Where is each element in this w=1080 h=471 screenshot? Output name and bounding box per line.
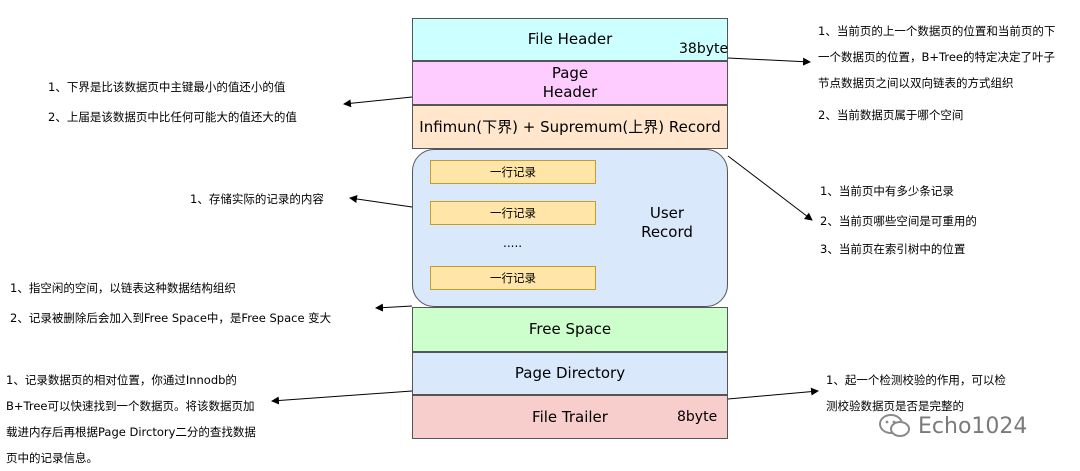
arrow-file-trailer xyxy=(727,387,819,400)
watermark-text: Echo1024 xyxy=(918,413,1028,439)
note-file-header-line-4: 2、当前数据页属于哪个空间 xyxy=(818,108,964,122)
note-page-directory-line-2: B+Tree可以快速找到一个数据页。将该数据页加 xyxy=(6,399,255,413)
row-record-1: 一行记录 xyxy=(430,160,596,184)
arrow-user-record xyxy=(349,195,413,208)
note-page-directory-line-3: 载进内存后再根据Page Dirctory二分的查找数据 xyxy=(6,425,256,439)
note-page-directory-line-4: 页中的记录信息。 xyxy=(6,451,98,465)
file-trailer-label: File Trailer xyxy=(532,407,608,426)
user-record-label-1: User xyxy=(649,204,685,222)
page-directory-block: Page Directory xyxy=(412,352,728,395)
user-record-label: User Record xyxy=(640,204,694,242)
note-infimum-2: 2、上届是该数据页中比任何可能大的值还大的值 xyxy=(48,110,297,124)
file-header-size: 38byte xyxy=(679,41,729,57)
file-trailer-block: File Trailer xyxy=(412,395,728,439)
row-record-3: 一行记录 xyxy=(430,266,596,290)
file-header-block: File Header xyxy=(412,18,728,61)
note-infimum-1: 1、下界是比该数据页中主键最小的值还小的值 xyxy=(48,80,286,94)
note-file-header-line-1: 1、当前页的上一个数据页的位置和当前页的下 xyxy=(818,24,1056,38)
row-record-2: 一行记录 xyxy=(430,201,596,225)
page-header-label-2: Header xyxy=(542,83,598,101)
arrow-free-space xyxy=(375,303,413,312)
arrow-file-header xyxy=(727,57,811,66)
free-space-label: Free Space xyxy=(528,320,612,338)
note-file-header-line-3: 节点数据页之间以双向链表的方式组织 xyxy=(818,76,1014,90)
note-file-trailer-2: 测校验数据页是否是完整的 xyxy=(826,399,964,413)
wechat-icon xyxy=(879,414,910,437)
infimum-supremum-block: Infimun(下界) + Supremum(上界) Record xyxy=(412,105,728,149)
note-page-header-1: 1、当前页中有多少条记录 xyxy=(820,184,954,198)
note-file-header-line-2: 一个数据页的位置，B+Tree的特定决定了叶子 xyxy=(818,50,1055,64)
note-page-header-3: 3、当前页在索引树中的位置 xyxy=(820,242,966,256)
note-page-directory: 1、记录数据页的相对位置，你通过Innodb的 B+Tree可以快速找到一个数据… xyxy=(6,367,256,471)
arrow-page-header xyxy=(727,155,813,221)
page-header-label-1: Page xyxy=(551,64,589,82)
note-page-directory-line-1: 1、记录数据页的相对位置，你通过Innodb的 xyxy=(6,373,237,387)
user-record-label-2: Record xyxy=(641,223,693,241)
arrow-page-directory xyxy=(271,390,413,405)
row-ellipsis: ..... xyxy=(503,236,523,250)
free-space-block: Free Space xyxy=(412,307,728,352)
note-free-space-2: 2、记录被删除后会加入到Free Space中，是Free Space 变大 xyxy=(10,311,332,325)
file-header-label: File Header xyxy=(527,30,613,48)
note-page-header-2: 2、当前页哪些空间是可重用的 xyxy=(820,214,977,228)
arrow-infimum xyxy=(343,96,413,108)
infimum-supremum-label: Infimun(下界) + Supremum(上界) Record xyxy=(419,117,721,136)
note-free-space-1: 1、指空闲的空间，以链表这种数据结构组织 xyxy=(10,281,236,295)
note-file-trailer-1: 1、起一个检测校验的作用，可以检 xyxy=(826,373,1006,387)
file-trailer-size: 8byte xyxy=(677,409,718,425)
note-file-header: 1、当前页的上一个数据页的位置和当前页的下 一个数据页的位置，B+Tree的特定… xyxy=(818,18,1055,128)
page-header-block: Page Header xyxy=(412,61,728,105)
watermark: Echo1024 xyxy=(878,412,1027,440)
note-user-record: 1、存储实际的记录的内容 xyxy=(190,192,324,206)
page-directory-label: Page Directory xyxy=(514,364,626,382)
